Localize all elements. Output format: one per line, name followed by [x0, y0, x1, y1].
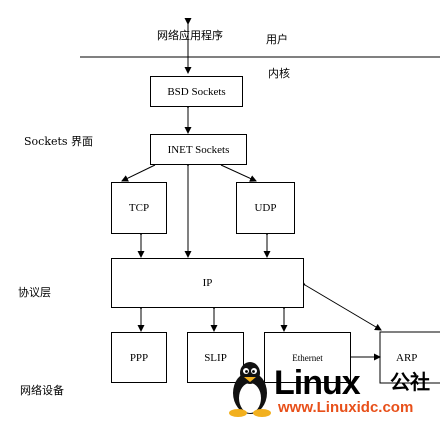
sockets-interface-label: Sockets 界面 [24, 135, 94, 148]
app-label: 网络应用程序 [157, 29, 223, 42]
ethernet-box: Ethernet [264, 332, 351, 383]
ip-box: IP [111, 258, 304, 308]
slip-box: SLIP [187, 332, 244, 383]
ppp-box: PPP [111, 332, 167, 383]
watermark-url: www.Linuxidc.com [278, 399, 414, 416]
arp-label: ARP [396, 352, 418, 364]
inet-udp-arrow [220, 164, 257, 182]
network-devices-label: 网络设备 [20, 384, 64, 397]
bsd-sockets-box: BSD Sockets [150, 76, 243, 107]
tcp-box: TCP [111, 182, 167, 234]
user-label: 用户 [266, 33, 288, 46]
arp-box-outline [379, 331, 440, 384]
inet-tcp-arrow [121, 164, 156, 182]
watermark-brand-cn: 公社 [390, 370, 430, 394]
protocol-layer-label: 协议层 [18, 286, 51, 299]
udp-box: UDP [236, 182, 295, 234]
inet-sockets-box: INET Sockets [150, 134, 247, 165]
kernel-label: 内核 [268, 67, 290, 80]
ip-arp-arrow [298, 278, 382, 331]
tux-penguin-icon [229, 362, 271, 417]
watermark-brand: Linux [274, 364, 361, 402]
